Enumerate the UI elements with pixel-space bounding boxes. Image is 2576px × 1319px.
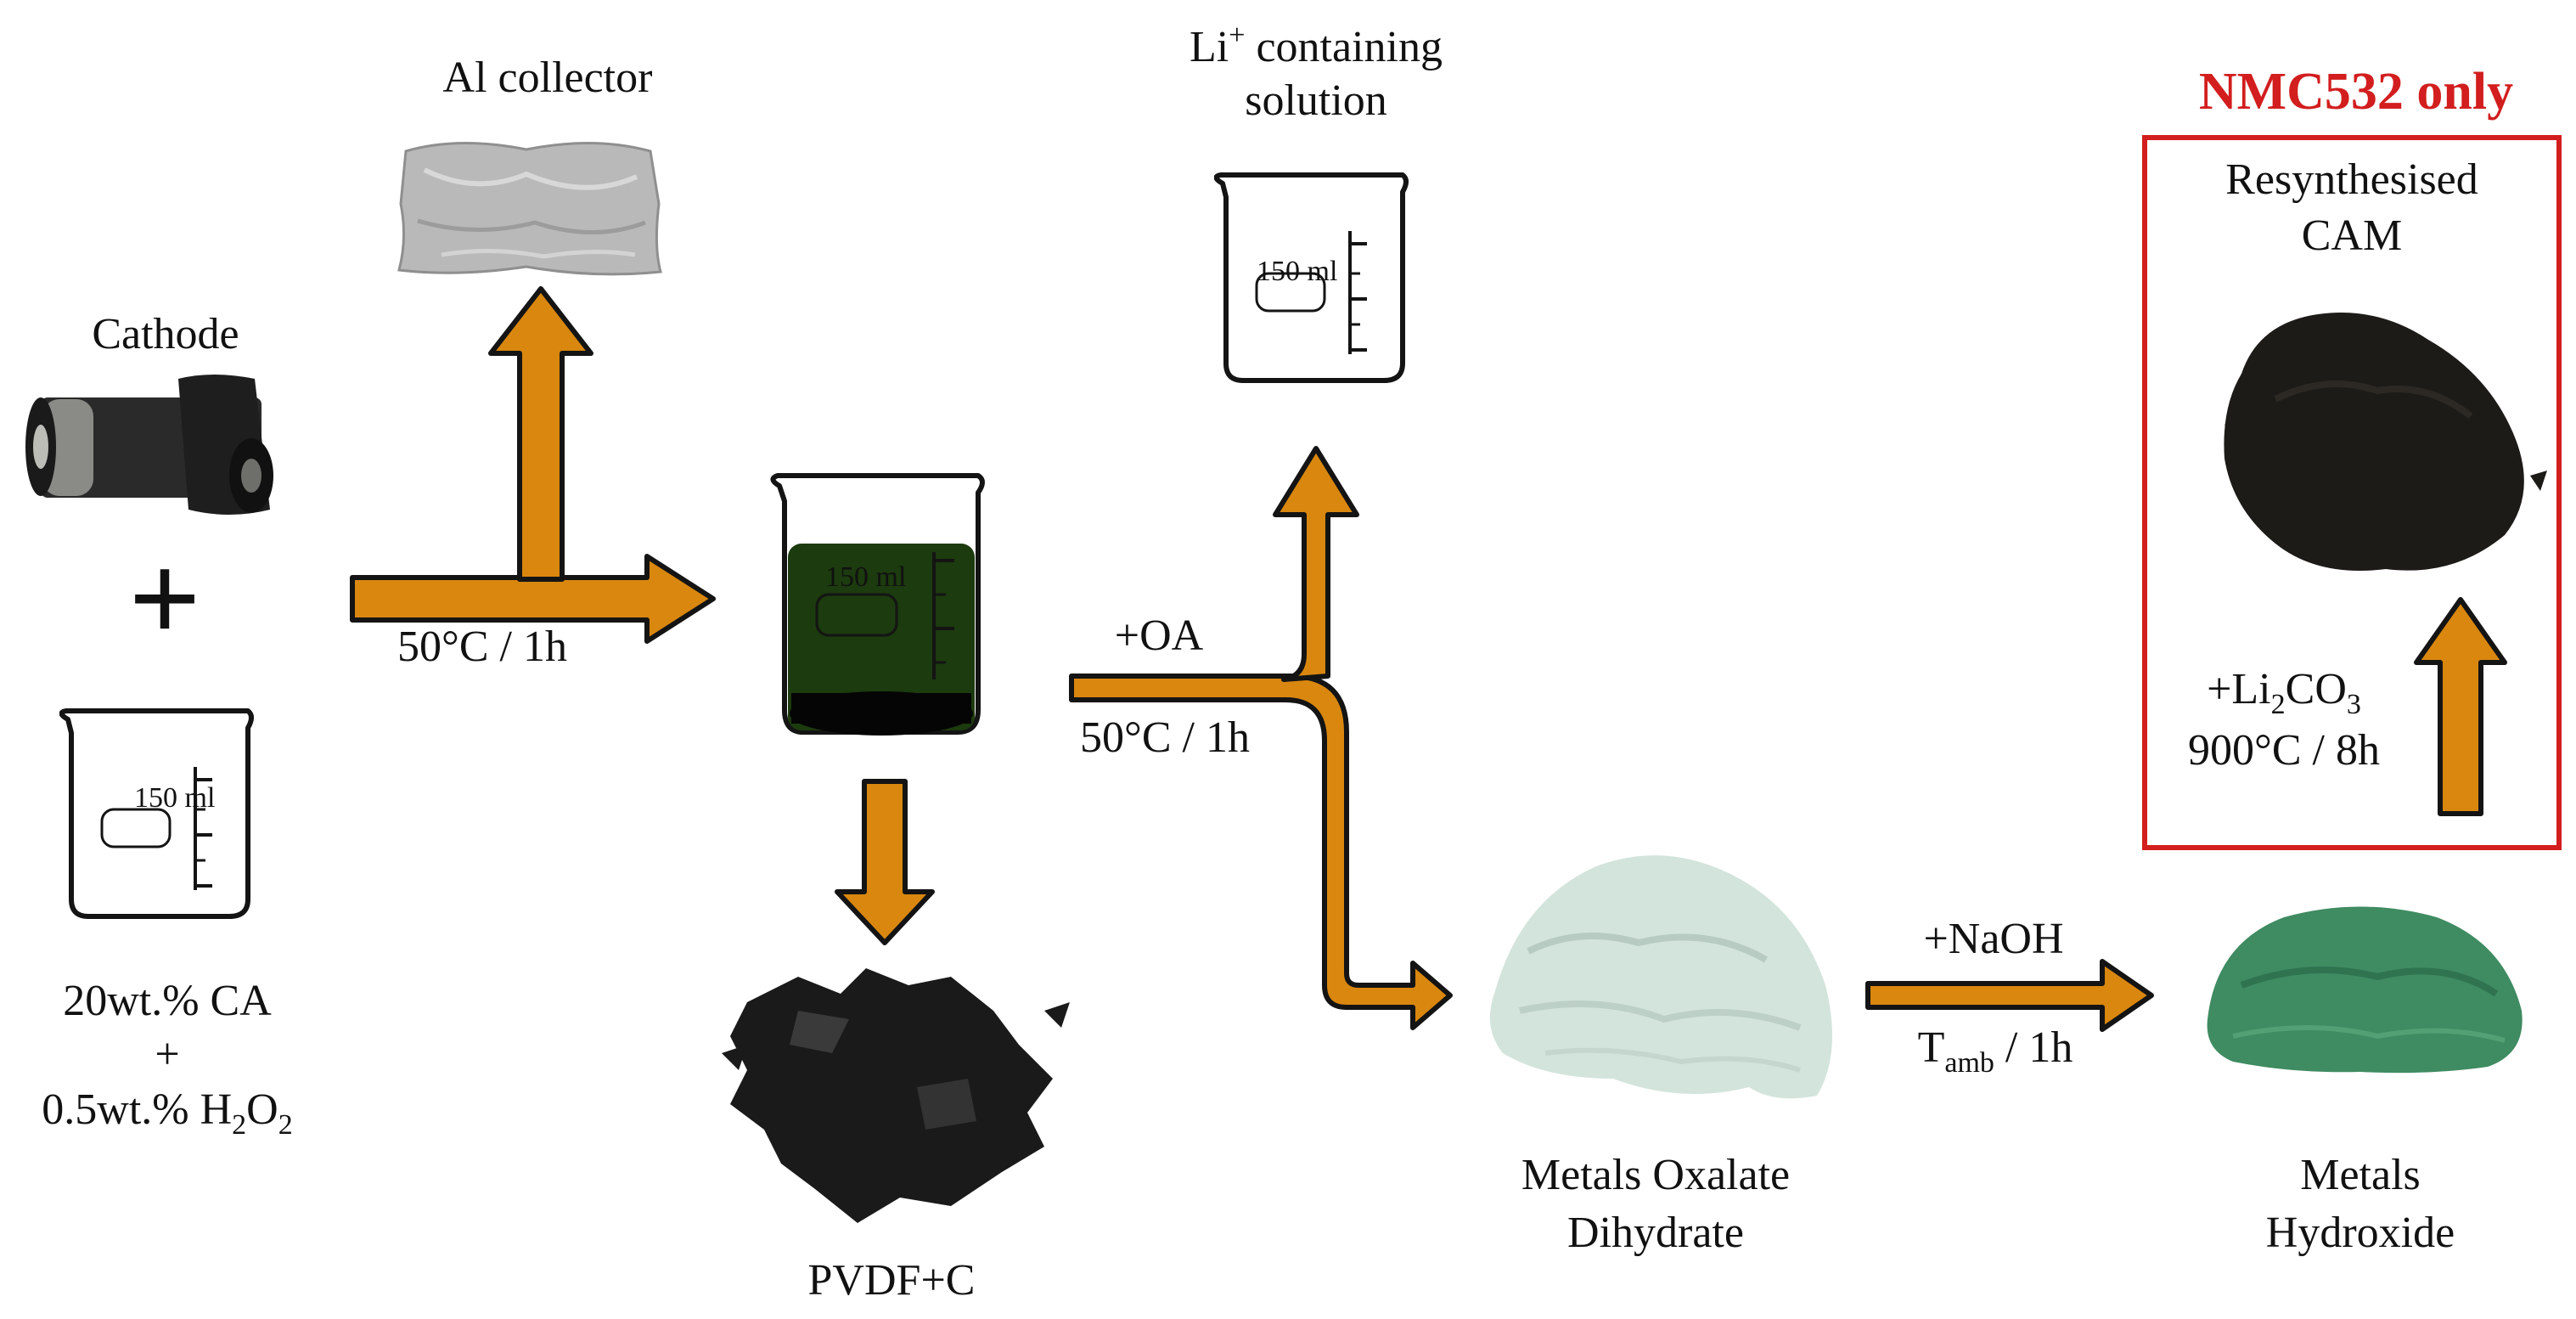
li-sup: +	[1229, 20, 1245, 51]
pvdf-separation-arrow	[835, 779, 935, 945]
beaker-icon-leachate: 150 ml	[770, 473, 985, 736]
reagent-sub1: 2	[232, 1109, 246, 1141]
beaker-icon-li-solution: 150 ml	[1216, 175, 1406, 380]
li2co3-b: CO	[2286, 665, 2347, 713]
powder-pile-icon-cam	[2224, 313, 2547, 571]
naoh-label: +NaOH	[1923, 915, 2063, 963]
reagent-line2: 0.5wt.% H2O2	[42, 1085, 292, 1141]
beaker-volume-label: 150 ml	[134, 782, 215, 814]
leachate-volume-label: 150 ml	[825, 561, 906, 593]
sintering-arrow	[2414, 597, 2507, 816]
li-rest: containing	[1245, 23, 1443, 71]
pvdf-label: PVDF+C	[808, 1256, 976, 1305]
cathode-label: Cathode	[92, 310, 239, 358]
li2co3-a: +Li	[2207, 665, 2271, 713]
powder-pile-icon-oxalate	[1489, 855, 1832, 1099]
t-label: T	[1918, 1023, 1945, 1072]
cam-label-line1: Resynthesised	[2225, 155, 2478, 204]
reagent-sub2: 2	[278, 1109, 293, 1141]
cathode-roll-icon	[25, 375, 273, 515]
li2co3-sub1: 2	[2271, 689, 2286, 720]
reagent-line1: 20wt.% CA	[63, 977, 272, 1025]
powder-pile-icon-hydroxide	[2207, 906, 2523, 1074]
li-separation-arrow	[1273, 446, 1359, 682]
highlight-title: NMC532 only	[2199, 63, 2513, 121]
al-collector-label: Al collector	[443, 54, 653, 102]
reagent-line2-main: 0.5wt.% H	[42, 1085, 232, 1134]
li2co3-sub2: 3	[2347, 689, 2361, 720]
naoh-condition-label: Tamb / 1h	[1918, 1023, 2073, 1079]
leaching-arrow	[350, 554, 716, 644]
plus-sign: +	[128, 528, 200, 669]
reagent-o: O	[246, 1085, 278, 1134]
al-separation-arrow	[488, 286, 593, 582]
li2co3-label: +Li2CO3	[2207, 665, 2361, 720]
powder-pile-icon-pvdf	[722, 968, 1070, 1223]
oa-label: +OA	[1115, 612, 1204, 660]
t-rest: / 1h	[1994, 1023, 2073, 1072]
li-solution-label: Li+ containing	[1190, 20, 1443, 71]
li-label: Li	[1190, 23, 1229, 71]
leach-condition-label: 50°C / 1h	[397, 623, 567, 671]
beaker-icon-reagent: 150 ml	[61, 711, 251, 916]
oxalic-precipitation-arrow	[1069, 674, 1453, 1030]
cam-label-line2: CAM	[2302, 211, 2402, 260]
sinter-condition-label: 900°C / 8h	[2188, 726, 2380, 775]
hydroxide-label-line2: Hydroxide	[2266, 1209, 2455, 1257]
oa-condition-label: 50°C / 1h	[1080, 713, 1250, 762]
oxalate-label-line2: Dihydrate	[1567, 1209, 1744, 1257]
nmc532-highlight-box	[2142, 135, 2562, 850]
aluminium-foil-icon	[397, 141, 662, 276]
naoh-conversion-arrow	[1865, 959, 2154, 1032]
li-beaker-volume-label: 150 ml	[1257, 256, 1337, 287]
reagent-plus: +	[155, 1030, 179, 1079]
hydroxide-label-line1: Metals	[2300, 1151, 2421, 1199]
oxalate-label-line1: Metals Oxalate	[1521, 1151, 1790, 1199]
li-solution-line2: solution	[1245, 76, 1387, 125]
t-sub: amb	[1944, 1047, 1994, 1079]
